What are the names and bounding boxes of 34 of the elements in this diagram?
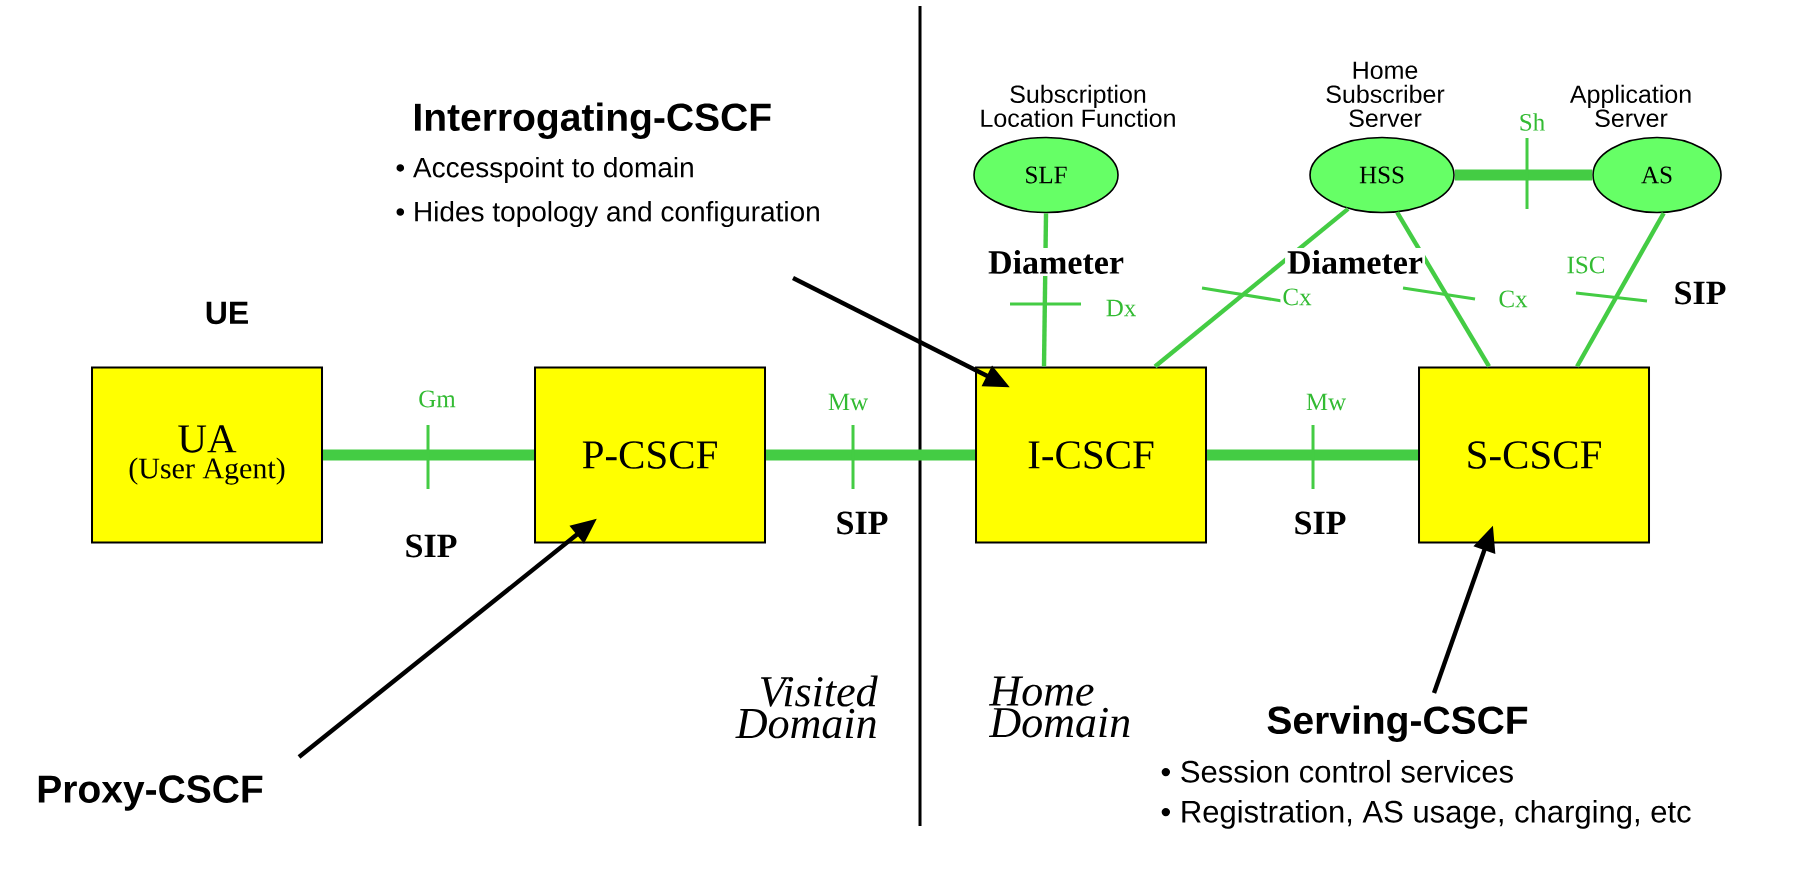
- protocol-label: SIP: [833, 509, 891, 537]
- server-caption: Home Subscriber Server: [1326, 61, 1445, 128]
- annotation-text: Proxy-CSCF: [38, 775, 263, 811]
- interface-label: Cx: [1280, 286, 1314, 308]
- interface-label: Sh: [1516, 111, 1548, 133]
- protocol-label: Diameter: [986, 248, 1126, 276]
- interface-line: [766, 449, 975, 461]
- protocol-label: Diameter: [1285, 248, 1425, 276]
- annotation-text: Interrogating-CSCF • Accesspoint to domain • Hides topology and configuration: [396, 102, 819, 228]
- interface-line: [1153, 207, 1350, 369]
- group-label: UE: [206, 301, 248, 325]
- domain-label: Visited Domain: [735, 675, 878, 739]
- interface-line: [1575, 212, 1666, 368]
- interface-label: Cx: [1496, 288, 1530, 310]
- interface-label: Gm: [416, 388, 458, 410]
- domain-label: Home Domain: [988, 676, 1130, 738]
- protocol-label: SIP: [1671, 279, 1729, 307]
- cscf-box: S-CSCF: [1418, 366, 1650, 544]
- interface-label: Mw: [825, 391, 871, 413]
- interface-line: [323, 449, 534, 461]
- cscf-box: P-CSCF: [534, 366, 766, 544]
- interface-label: Dx: [1103, 297, 1139, 319]
- annotation-text: Serving-CSCF • Session control services • Registration, AS usage, charging, etc: [1161, 705, 1691, 829]
- interface-line: [1454, 169, 1593, 181]
- interface-line: [1207, 449, 1418, 461]
- server-caption: Application Server: [1569, 84, 1691, 128]
- interface-line: [1395, 211, 1491, 368]
- server-caption: Subscription Location Function: [981, 84, 1175, 128]
- protocol-label: SIP: [402, 532, 460, 560]
- cscf-box: UA (User Agent): [91, 366, 323, 544]
- interface-label: Mw: [1303, 391, 1349, 413]
- cscf-box: I-CSCF: [975, 366, 1207, 544]
- protocol-label: SIP: [1291, 509, 1349, 537]
- interface-label: ISC: [1564, 254, 1608, 276]
